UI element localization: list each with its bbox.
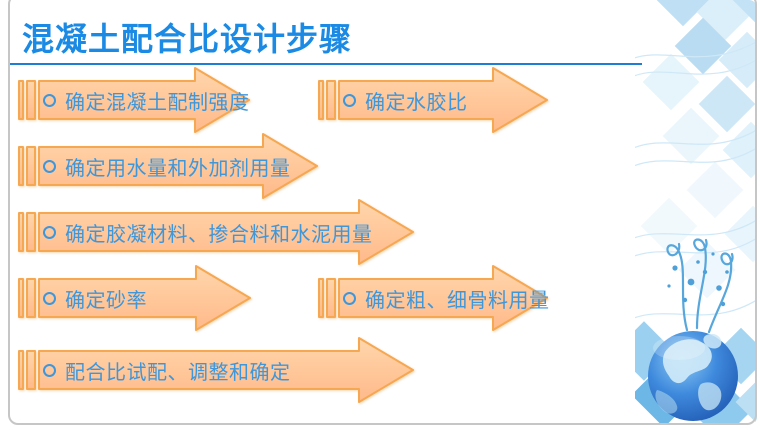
- step-text: 确定胶凝材料、掺合料和水泥用量: [65, 223, 373, 246]
- step-text: 确定砂率: [65, 289, 147, 312]
- step-label: 确定砂率: [43, 265, 147, 331]
- striped-right-arrow-icon: [18, 67, 250, 133]
- step-arrow-trial-adjust: 配合比试配、调整和确定: [18, 337, 415, 403]
- circle-bullet-icon: [43, 93, 56, 107]
- striped-right-arrow-icon: [18, 265, 251, 331]
- globe-icon: [648, 331, 738, 421]
- step-label: 确定胶凝材料、掺合料和水泥用量: [43, 199, 373, 265]
- step-arrow-strength: 确定混凝土配制强度: [18, 67, 251, 133]
- step-text: 确定混凝土配制强度: [65, 91, 250, 114]
- decor-sidebar: [635, 0, 757, 425]
- step-arrow-aggregate-amount: 确定粗、细骨料用量: [318, 265, 549, 331]
- step-text: 确定粗、细骨料用量: [365, 289, 550, 312]
- step-arrow-water-admixture: 确定用水量和外加剂用量: [18, 133, 319, 199]
- circle-bullet-icon: [43, 291, 56, 305]
- diamond-pattern-globe-icon: [635, 0, 757, 425]
- step-label: 配合比试配、调整和确定: [43, 337, 291, 403]
- striped-right-arrow-icon: [18, 199, 414, 265]
- step-arrow-water-binder-ratio: 确定水胶比: [318, 67, 549, 133]
- step-text: 确定用水量和外加剂用量: [65, 157, 291, 180]
- circle-bullet-icon: [343, 291, 356, 305]
- circle-bullet-icon: [43, 159, 56, 173]
- title-underline: [8, 63, 642, 65]
- circle-bullet-icon: [43, 225, 56, 239]
- step-arrow-cementitious-materials: 确定胶凝材料、掺合料和水泥用量: [18, 199, 415, 265]
- step-label: 确定混凝土配制强度: [43, 67, 250, 133]
- circle-bullet-icon: [343, 93, 356, 107]
- step-text: 配合比试配、调整和确定: [65, 361, 291, 384]
- striped-right-arrow-icon: [18, 133, 318, 199]
- step-label: 确定水胶比: [343, 67, 468, 133]
- striped-right-arrow-icon: [18, 337, 414, 403]
- step-text: 确定水胶比: [365, 91, 468, 114]
- circle-bullet-icon: [43, 363, 56, 377]
- striped-right-arrow-icon: [318, 67, 548, 133]
- striped-right-arrow-icon: [318, 265, 548, 331]
- dots-icon: [667, 252, 729, 307]
- swirl-icon: [666, 238, 734, 334]
- page-title: 混凝土配合比设计步骤: [22, 21, 353, 57]
- step-label: 确定用水量和外加剂用量: [43, 133, 291, 199]
- step-label: 确定粗、细骨料用量: [343, 265, 550, 331]
- step-arrow-sand-ratio: 确定砂率: [18, 265, 252, 331]
